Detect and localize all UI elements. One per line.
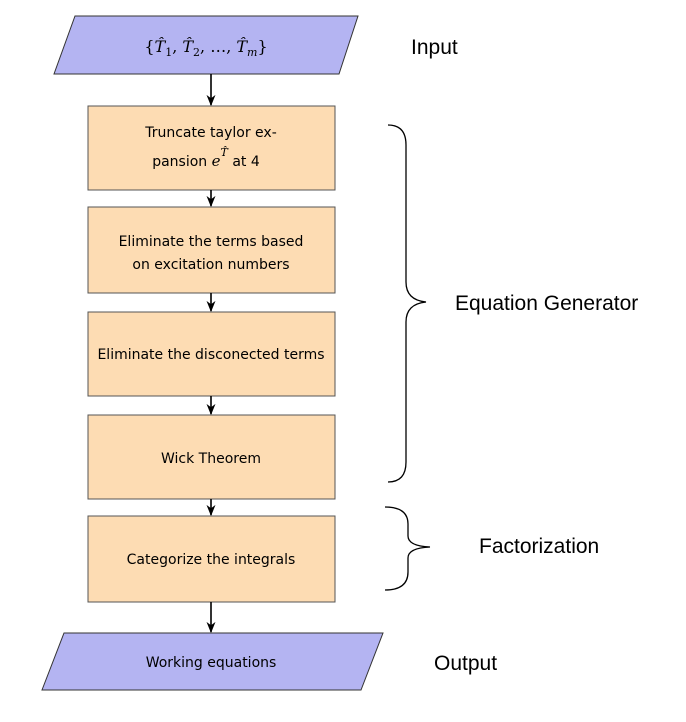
input-node: {T̂1, T̂2, …, T̂m} xyxy=(53,15,359,75)
step-wick: Wick Theorem xyxy=(87,414,336,500)
output-text: Working equations xyxy=(146,655,277,671)
step-disconnected: Eliminate the disconected terms xyxy=(87,311,336,397)
input-formula: {T̂1, T̂2, …, T̂m} xyxy=(144,37,267,59)
step-excitation-box xyxy=(87,206,336,294)
step-disconnected-box xyxy=(87,311,336,397)
output-label: Output xyxy=(434,652,497,675)
step-excitation: Eliminate the terms based on excitation … xyxy=(87,206,336,294)
factorization-label: Factorization xyxy=(479,535,599,558)
output-shape xyxy=(41,632,384,691)
input-label: Input xyxy=(411,36,458,59)
brace-factorization xyxy=(384,506,431,591)
equation-generator-label: Equation Generator xyxy=(455,292,638,315)
step-truncate-line1: Truncate taylor ex- xyxy=(144,125,277,141)
step-categorize-line1: Categorize the integrals xyxy=(127,552,296,568)
step-truncate-line2: pansion eT̂ at 4 xyxy=(152,146,260,170)
step-excitation-line1: Eliminate the terms based xyxy=(119,234,304,250)
step-truncate-box xyxy=(87,105,336,191)
step-truncate: Truncate taylor ex- pansion eT̂ at 4 xyxy=(87,105,336,191)
step-excitation-line2: on excitation numbers xyxy=(132,257,289,273)
step-wick-line1: Wick Theorem xyxy=(161,451,261,467)
output-node: Working equations xyxy=(41,632,384,691)
step-disconnected-line1: Eliminate the disconected terms xyxy=(97,347,324,363)
input-shape xyxy=(53,15,359,75)
step-categorize: Categorize the integrals xyxy=(87,515,336,603)
brace-equation-generator xyxy=(387,124,427,483)
